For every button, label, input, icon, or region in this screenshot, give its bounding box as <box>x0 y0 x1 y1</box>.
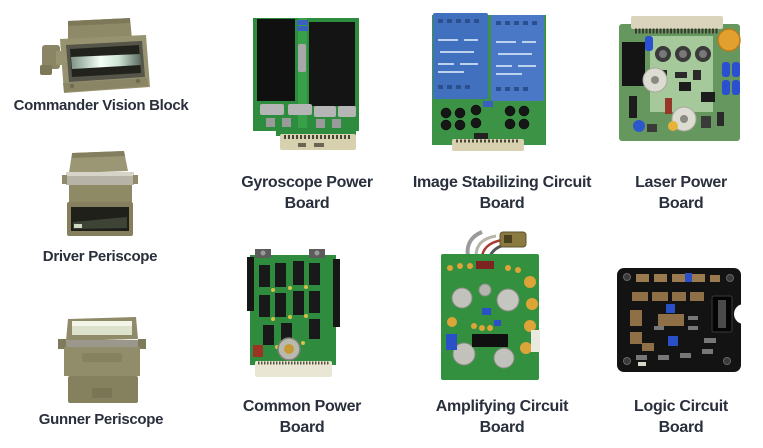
common-power-board-label-line1: Common Power <box>242 398 362 415</box>
commander-vision-block-illustration <box>40 18 150 93</box>
gyroscope-power-board-label: Gyroscope Power Board <box>241 173 373 214</box>
commander-vision-block-label-text: Commander Vision Block <box>13 97 189 114</box>
image-stabilizing-circuit-board-label: Image Stabilizing Circuit Board <box>412 173 592 214</box>
laser-power-board-label-line1: Laser Power <box>635 174 727 191</box>
laser-power-board-illustration <box>619 16 741 141</box>
commander-vision-block-label: Commander Vision Block <box>14 96 189 115</box>
amplifying-circuit-board-label-line2: Board <box>479 418 525 436</box>
gyroscope-power-board-label-line1: Gyroscope Power <box>241 174 373 191</box>
driver-periscope-photo <box>62 151 138 236</box>
gyroscope-power-board-photo <box>252 16 362 150</box>
amplifying-circuit-board-label-line1: Amplifying Circuit <box>435 398 569 415</box>
amplifying-circuit-board-photo <box>438 230 544 382</box>
logic-circuit-board-label-line1: Logic Circuit <box>634 398 728 415</box>
common-power-board-label-line2: Board <box>279 418 325 436</box>
gunner-periscope-illustration <box>58 317 146 403</box>
driver-periscope-label: Driver Periscope <box>42 247 158 266</box>
image-stabilizing-circuit-board-label-line1: Image Stabilizing Circuit <box>412 174 592 191</box>
image-stabilizing-circuit-board-photo <box>430 13 550 152</box>
image-stabilizing-circuit-board-illustration <box>432 13 546 151</box>
common-power-board-illustration <box>247 249 340 377</box>
laser-power-board-label-line2: Board <box>658 194 704 212</box>
gyroscope-power-board-label-line2: Board <box>284 194 330 212</box>
gunner-periscope-label: Gunner Periscope <box>38 410 164 429</box>
logic-circuit-board-label: Logic Circuit Board <box>634 397 728 438</box>
logic-circuit-board-illustration <box>617 268 744 372</box>
amplifying-circuit-board-illustration <box>441 230 540 380</box>
gunner-periscope-label-text: Gunner Periscope <box>38 411 164 428</box>
gunner-periscope-photo <box>56 315 147 404</box>
commander-vision-block-photo <box>40 13 152 97</box>
logic-circuit-board-label-line2: Board <box>658 418 704 436</box>
driver-periscope-label-text: Driver Periscope <box>42 248 158 265</box>
common-power-board-label: Common Power Board <box>242 397 362 438</box>
laser-power-board-photo <box>617 16 743 143</box>
image-stabilizing-circuit-board-label-line2: Board <box>479 194 525 212</box>
amplifying-circuit-board-label: Amplifying Circuit Board <box>435 397 569 438</box>
logic-circuit-board-photo <box>614 264 744 376</box>
common-power-board-photo <box>247 249 340 381</box>
laser-power-board-label: Laser Power Board <box>635 173 727 214</box>
gyroscope-power-board-illustration <box>253 18 359 150</box>
driver-periscope-illustration <box>62 151 138 236</box>
